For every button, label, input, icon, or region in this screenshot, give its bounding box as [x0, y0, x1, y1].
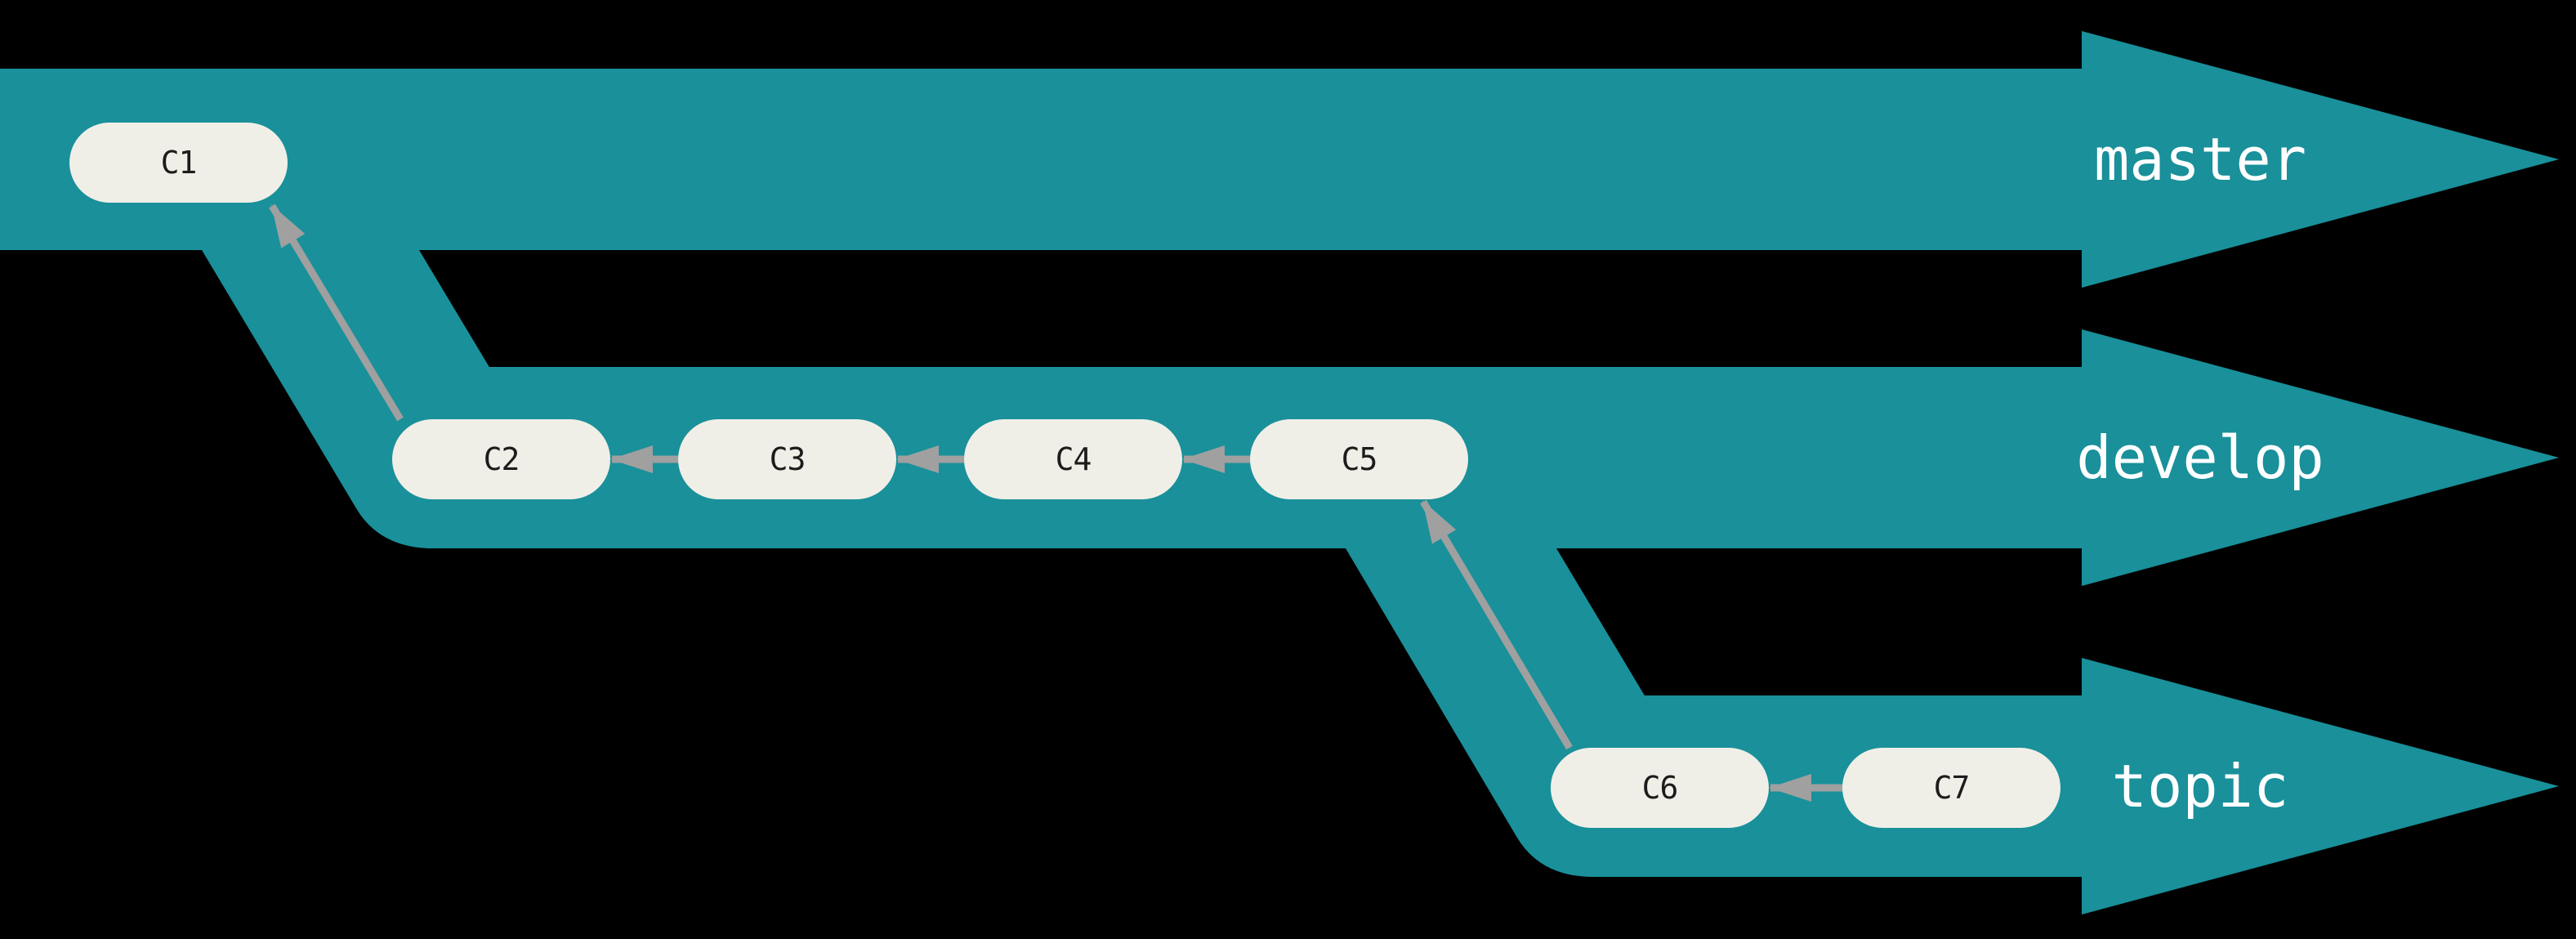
commit-node-c3: C3 — [678, 419, 896, 499]
master-branch-band — [0, 31, 2559, 288]
commit-label-c7: C7 — [1933, 770, 1971, 806]
arrow-c6-to-c5 — [1420, 499, 1573, 750]
branch-label-master: master — [2093, 125, 2307, 194]
branch-label-topic: topic — [2111, 752, 2289, 821]
commit-node-c5: C5 — [1250, 419, 1468, 499]
commit-label-c3: C3 — [769, 441, 806, 477]
topic-branch-band — [1618, 658, 2559, 914]
commit-node-c1: C1 — [69, 123, 288, 203]
commit-node-c7: C7 — [1842, 748, 2060, 828]
commit-parent-arrows — [269, 203, 1842, 802]
commit-label-c1: C1 — [160, 145, 198, 181]
commit-label-c5: C5 — [1341, 441, 1378, 477]
commit-node-c6: C6 — [1551, 748, 1769, 828]
develop-branch-band — [458, 329, 2559, 586]
commit-label-c2: C2 — [483, 441, 520, 477]
commit-label-c4: C4 — [1055, 441, 1092, 477]
arrow-c2-to-c1 — [269, 203, 404, 422]
branch-label-develop: develop — [2076, 423, 2324, 492]
commit-node-c4: C4 — [964, 419, 1182, 499]
commit-node-c2: C2 — [392, 419, 610, 499]
commit-label-c6: C6 — [1641, 770, 1679, 806]
